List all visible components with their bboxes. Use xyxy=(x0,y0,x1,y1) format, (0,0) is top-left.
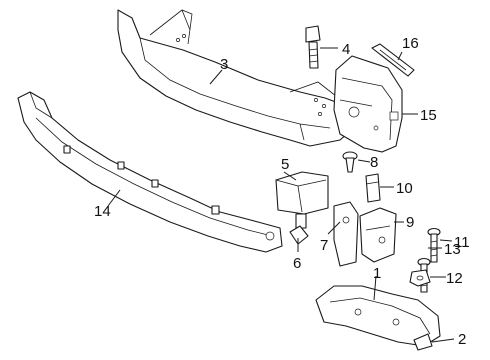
part-11-bolt xyxy=(427,227,441,263)
callout-3: 3 xyxy=(220,56,228,73)
part-7-bracket xyxy=(333,201,359,267)
callout-14: 14 xyxy=(94,203,111,220)
leader-3 xyxy=(209,69,223,85)
callout-15: 15 xyxy=(420,107,437,124)
part-15-bracket xyxy=(333,55,403,153)
part-6-clip xyxy=(289,225,309,245)
part-3-upper-reinforcement xyxy=(117,9,357,147)
part-2-clip xyxy=(413,333,433,351)
callout-11: 11 xyxy=(454,234,470,251)
callout-8: 8 xyxy=(370,154,378,171)
part-16-seal xyxy=(371,43,415,77)
callout-12: 12 xyxy=(446,270,463,287)
part-9-bracket xyxy=(359,207,397,263)
callout-13: 13 xyxy=(444,241,461,258)
callout-5: 5 xyxy=(281,156,289,173)
part-8-push-fastener xyxy=(342,151,358,173)
part-12-nut xyxy=(409,269,431,287)
leader-7 xyxy=(327,221,341,235)
leader-8 xyxy=(357,159,371,163)
part-5-bracket xyxy=(275,171,329,229)
callout-1: 1 xyxy=(373,265,381,282)
part-14-lower-absorber xyxy=(17,91,283,253)
part-4-bolt xyxy=(305,25,321,69)
leader-11 xyxy=(439,239,453,242)
callout-9: 9 xyxy=(406,214,414,231)
leader-2 xyxy=(431,338,455,343)
part-10-clip xyxy=(365,173,381,203)
callout-7: 7 xyxy=(320,237,328,254)
leader-5 xyxy=(283,171,297,181)
leader-lines xyxy=(107,47,455,343)
leader-16 xyxy=(397,51,403,61)
callout-2: 2 xyxy=(458,331,466,348)
callout-4: 4 xyxy=(342,41,350,58)
part-1-lower-bracket xyxy=(315,285,441,347)
callout-10: 10 xyxy=(396,180,413,197)
callout-6: 6 xyxy=(293,255,301,272)
leader-1 xyxy=(373,275,377,301)
leader-14 xyxy=(107,189,121,207)
callout-labels: 1 2 3 4 5 6 7 8 9 10 11 12 13 14 15 16 xyxy=(94,35,470,348)
callout-16: 16 xyxy=(402,35,419,52)
